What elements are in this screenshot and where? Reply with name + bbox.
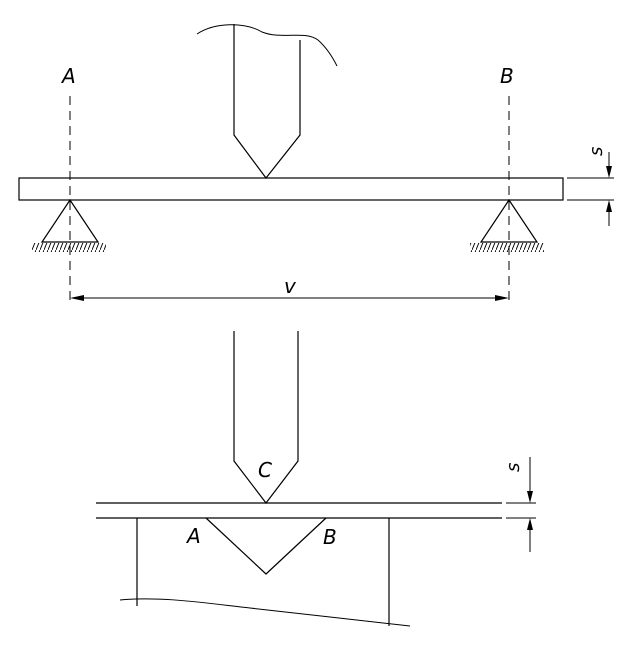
label-thickness-top: s	[586, 147, 607, 156]
label-punch-tip-c: C	[258, 458, 272, 482]
support-a	[32, 198, 106, 252]
workpiece-plate	[18, 177, 564, 201]
label-die-b: B	[323, 525, 337, 549]
ground-hatch-right	[470, 243, 544, 252]
label-support-a: A	[60, 64, 76, 88]
v-die-bending-view: C A B s	[96, 331, 536, 627]
label-support-b: B	[500, 64, 514, 88]
punch-break-line	[196, 24, 338, 67]
punch	[233, 24, 301, 179]
die-break-line	[119, 598, 411, 627]
thickness-dimension-top	[567, 152, 614, 226]
label-die-a: A	[185, 524, 201, 548]
label-span-v: v	[284, 274, 297, 298]
v-die	[119, 517, 411, 627]
label-thickness-bottom: s	[503, 463, 524, 472]
span-dimension	[70, 295, 509, 301]
thickness-dimension-bottom	[506, 457, 536, 552]
ground-hatch-left	[32, 243, 106, 252]
three-point-bending-view: A B v s	[18, 24, 614, 306]
support-b	[470, 198, 544, 252]
